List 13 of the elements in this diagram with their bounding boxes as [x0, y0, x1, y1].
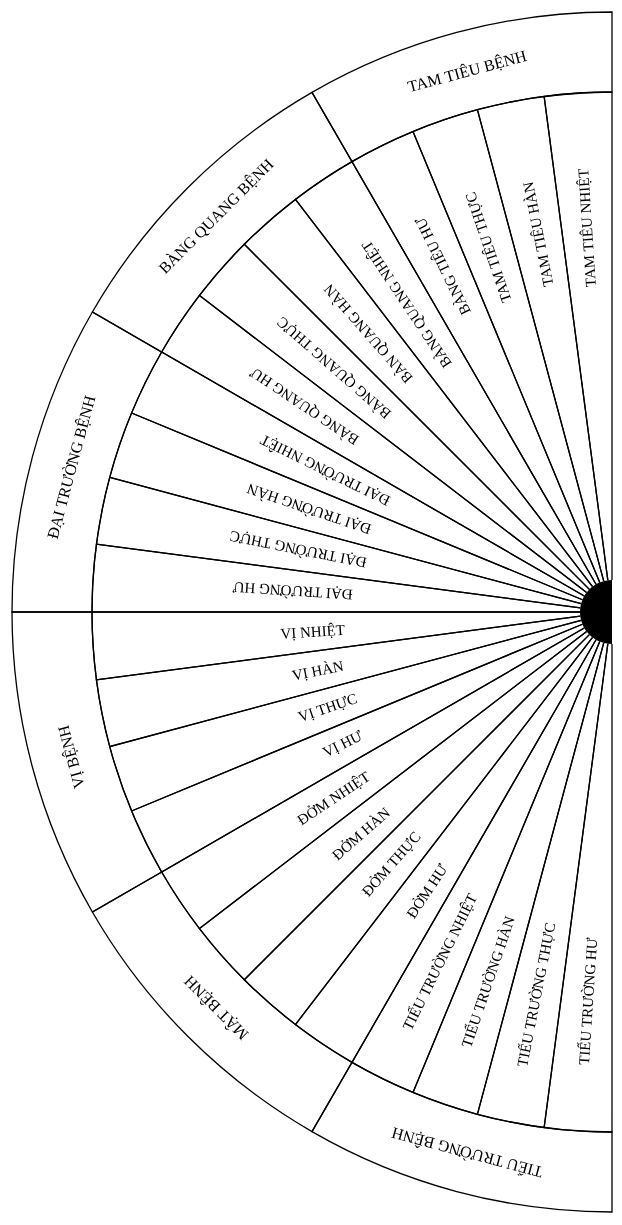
ring-label: VỊ BỆNH	[58, 724, 84, 790]
segment-label: TIỂU TRƯỜNG HƯ	[576, 937, 597, 1065]
segment-label: VỊ NHIỆT	[280, 622, 345, 641]
segment-label: TIỂU TRƯỜNG THỰC	[517, 922, 556, 1066]
ring-label: ĐẠI TRƯỜNG BỆNH	[47, 395, 96, 540]
ring-label: TAM TIÊU BỆNH	[407, 50, 528, 92]
segment-label: VỊ HÀN	[291, 661, 343, 681]
segment-label: VỊ THỰC	[297, 693, 358, 721]
segment-label: ĐẠI TRƯỜNG HƯ	[232, 582, 353, 600]
segment-label: TAM TIÊU NHIỆT	[576, 168, 596, 288]
ring-label: TIỂU TRƯỜNG BỆNH	[391, 1127, 542, 1178]
segment-label: TAM TIÊU HÀN	[523, 182, 554, 287]
segment-label: VỊ HƯ	[321, 729, 361, 756]
